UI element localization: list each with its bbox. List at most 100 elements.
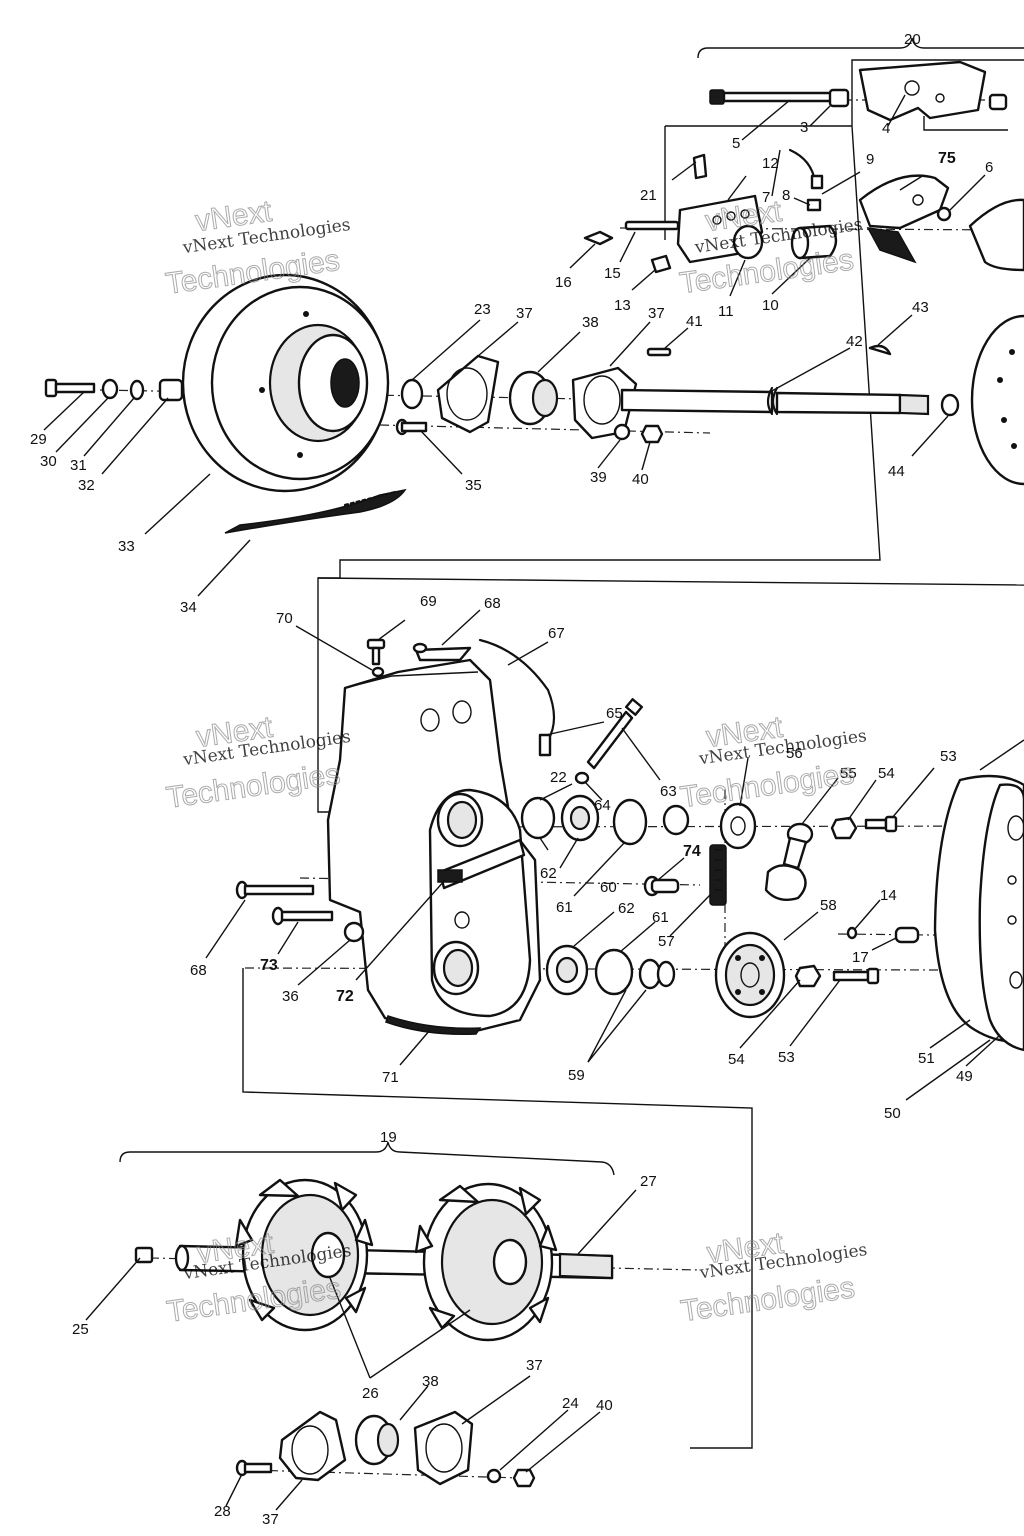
callout-17: 17 (852, 949, 869, 966)
spring-6-icon (936, 206, 952, 222)
callout-35: 35 (465, 477, 482, 494)
flange-37d-icon (278, 1410, 347, 1482)
brake-assembly (583, 60, 1024, 274)
callout-51: 51 (918, 1050, 935, 1067)
callout-61a: 61 (556, 899, 573, 916)
callout-14: 14 (880, 887, 897, 904)
callout-37b: 37 (648, 305, 665, 322)
bolt-29-icon (44, 378, 96, 398)
fitting-9-icon (810, 174, 824, 190)
callout-53b: 53 (778, 1049, 795, 1066)
pin-17-icon (894, 926, 920, 944)
nut-13-icon (650, 254, 672, 274)
nut-40a-icon (640, 424, 664, 444)
vent-icon (538, 733, 552, 757)
callout-13: 13 (614, 297, 631, 314)
watermark-2: vNext vNext Technologies Technologies (677, 194, 864, 301)
bolt-69-icon (366, 638, 386, 666)
ring-14-icon (846, 926, 858, 940)
sprocket-26b-icon (414, 1182, 558, 1342)
callout-62a: 62 (540, 865, 557, 882)
callout-49: 49 (956, 1068, 973, 1085)
callout-29: 29 (30, 431, 47, 448)
callout-12: 12 (762, 155, 779, 172)
callout-7: 7 (762, 189, 770, 206)
gear-58-icon (714, 931, 786, 1019)
nut-54b-icon (794, 964, 822, 988)
chaincase-assembly (235, 638, 1024, 1052)
bearing-62b-icon (545, 944, 589, 996)
callout-65: 65 (606, 705, 623, 722)
ring-61a-icon (612, 798, 648, 846)
callout-21: 21 (640, 187, 657, 204)
callout-8: 8 (782, 187, 790, 204)
callout-27: 27 (640, 1173, 657, 1190)
callout-74: 74 (683, 843, 701, 860)
spacer-right-icon (988, 93, 1008, 111)
fitting-8-icon (806, 198, 822, 212)
nut-39-icon (613, 423, 631, 441)
callout-34: 34 (180, 599, 197, 616)
drive-drum-33-icon (181, 273, 390, 493)
callout-55: 55 (840, 765, 857, 782)
ring-44-icon (940, 393, 960, 417)
chain-57-icon (709, 844, 727, 906)
seal-23-icon (400, 378, 424, 410)
callout-64: 64 (594, 797, 611, 814)
callout-70: 70 (276, 610, 293, 627)
bolt-74-icon (643, 875, 680, 897)
washer-24-icon (486, 1468, 502, 1484)
ring-11-icon (732, 224, 764, 260)
shaft-42-icon (620, 386, 930, 416)
callout-36: 36 (282, 988, 299, 1005)
callout-28: 28 (214, 1503, 231, 1520)
brake-lever-75-icon (858, 174, 950, 230)
piston-10-icon (798, 224, 838, 260)
callout-43: 43 (912, 299, 929, 316)
washer-70-icon (371, 666, 385, 678)
callout-68a: 68 (484, 595, 501, 612)
watermark-4: vNext vNext Technologies Technologies (678, 710, 868, 815)
bracket-4-icon (858, 60, 987, 122)
callout-23: 23 (474, 301, 491, 318)
bolt-28-icon (235, 1459, 273, 1477)
callout-59: 59 (568, 1067, 585, 1084)
bolt-35-icon (395, 418, 428, 436)
callout-6: 6 (985, 159, 993, 176)
callout-54a: 54 (878, 765, 895, 782)
spacer-32-icon (158, 378, 184, 402)
spacer-63-icon (662, 804, 690, 836)
callout-40b: 40 (596, 1397, 613, 1414)
key-41-icon (646, 347, 672, 357)
callout-69: 69 (420, 593, 437, 610)
callout-16: 16 (555, 274, 572, 291)
callout-5: 5 (732, 135, 740, 152)
callout-54b: 54 (728, 1051, 745, 1068)
callout-39: 39 (590, 469, 607, 486)
callout-57: 57 (658, 933, 675, 950)
callout-31: 31 (70, 457, 87, 474)
washer-31-icon (129, 379, 145, 401)
chaincase-cover-icon (933, 774, 1024, 1052)
watermark-6: vNext vNext Technologies Technologies (678, 1226, 868, 1329)
flange-37c-icon (413, 1410, 474, 1486)
callout-71: 71 (382, 1069, 399, 1086)
nut-36-icon (343, 921, 365, 943)
callout-62b: 62 (618, 900, 635, 917)
callout-4: 4 (882, 120, 890, 137)
upper-shaft-assembly (44, 273, 1024, 534)
bearing-38a-icon (508, 370, 559, 426)
spacer-3-icon (828, 88, 850, 108)
watermark-3: vNext vNext Technologies Technologies (164, 710, 352, 815)
dipstick-67-icon (478, 638, 556, 742)
belt-segment-34-icon (224, 488, 407, 534)
callout-63: 63 (660, 783, 677, 800)
callout-37c: 37 (526, 1357, 543, 1374)
bolt-53b-icon (832, 967, 880, 985)
bolt-5-icon (709, 89, 844, 105)
clip-68a-icon (414, 646, 472, 662)
callout-15: 15 (604, 265, 621, 282)
nut-40b-icon (512, 1468, 536, 1488)
bearing-38b-icon (354, 1414, 400, 1466)
